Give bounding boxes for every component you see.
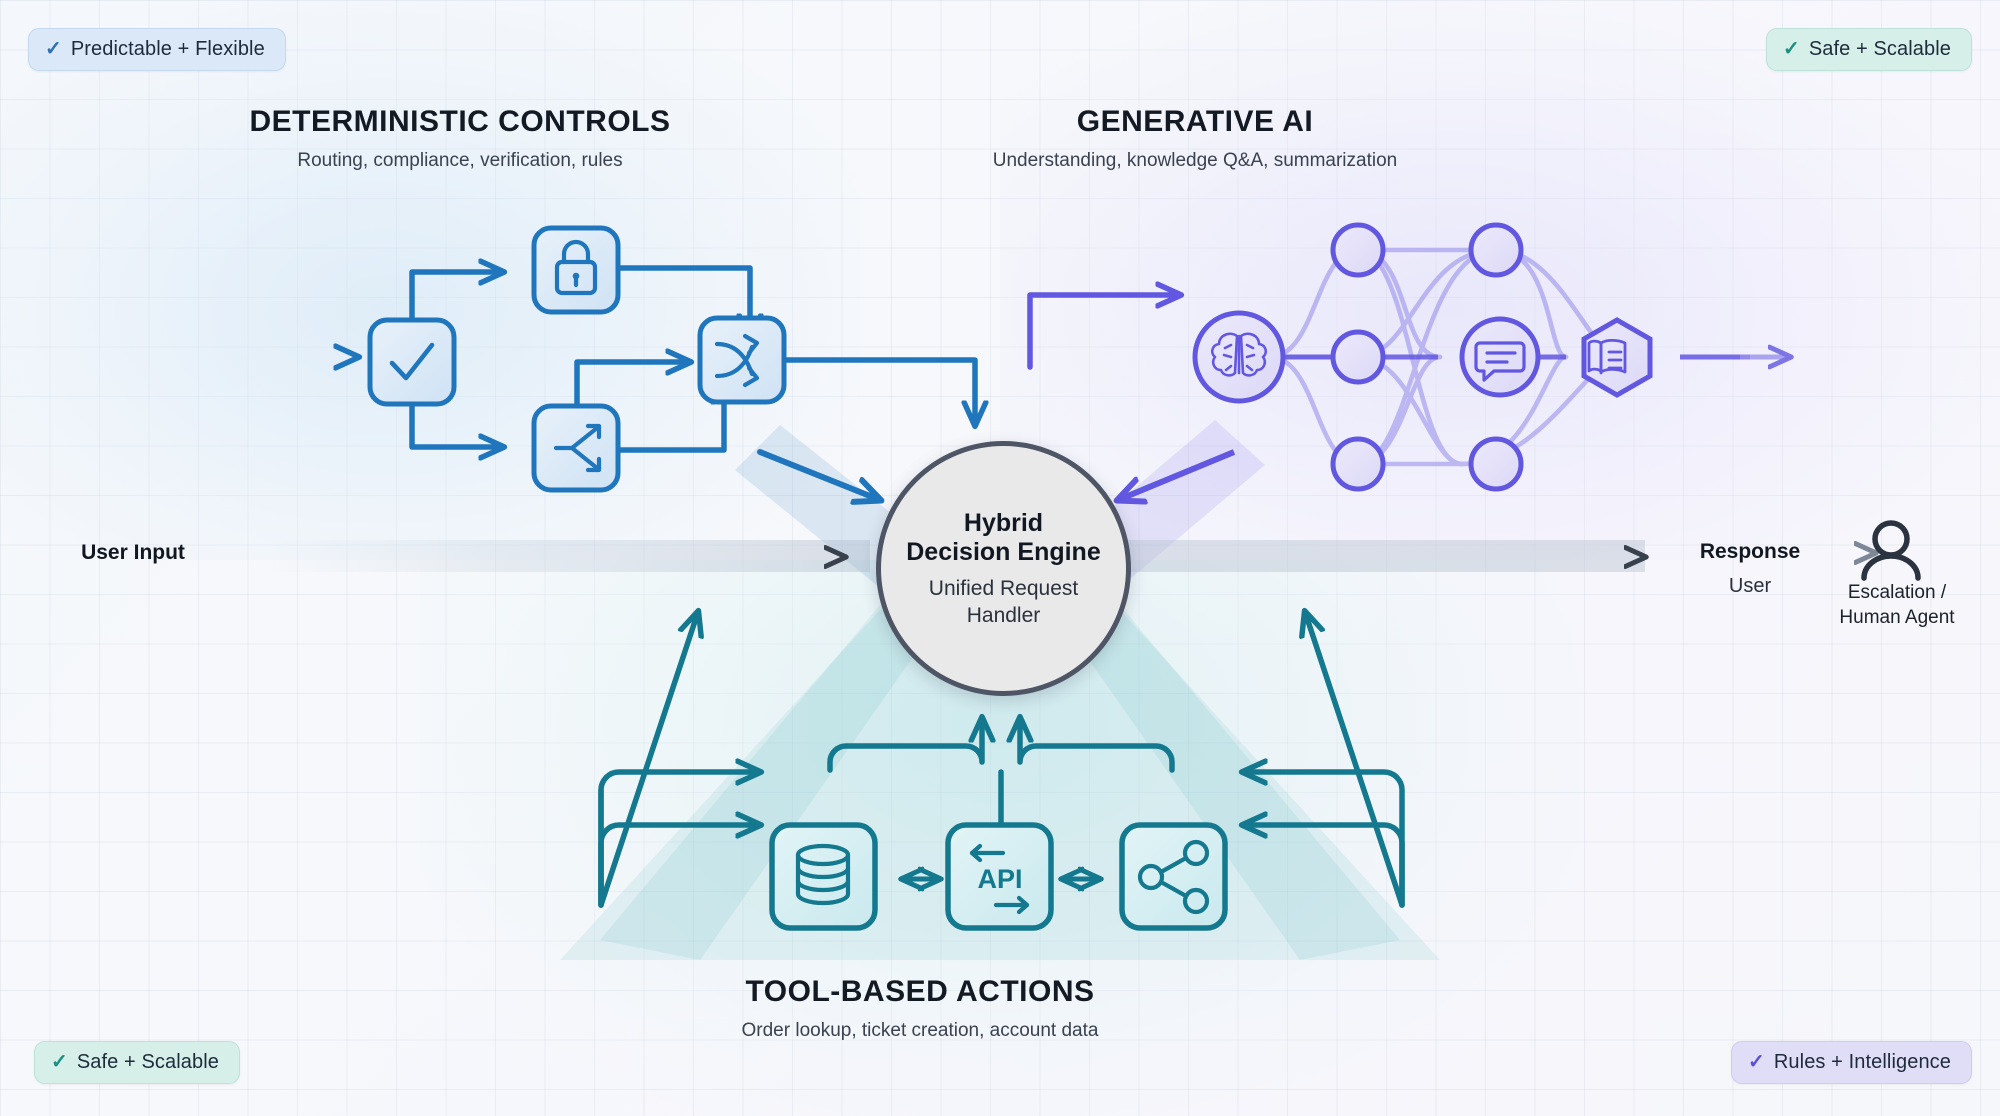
section-heading-deterministic: DETERMINISTIC CONTROLS Routing, complian…: [180, 105, 740, 173]
circle-node-icon: [1468, 222, 1524, 278]
badge-safe-scalable-bottom[interactable]: ✓ Safe + Scalable: [34, 1041, 241, 1084]
circle-node-icon: [1468, 436, 1524, 492]
neural-node-1[interactable]: [1330, 222, 1386, 278]
database-tool-node[interactable]: [769, 822, 878, 931]
check-icon: ✓: [45, 38, 62, 60]
user-input-flow: [270, 540, 870, 572]
badge-label: Safe + Scalable: [76, 1051, 220, 1073]
hybrid-decision-engine-hub[interactable]: Hybrid Decision Engine Unified Request H…: [876, 441, 1131, 696]
open-book-icon: [1587, 338, 1627, 375]
response-label: Response: [1699, 540, 1801, 563]
check-icon: ✓: [1748, 1051, 1765, 1073]
neural-node-3[interactable]: [1330, 436, 1386, 492]
user-input-label: User Input: [81, 541, 185, 564]
tools-wiring: [598, 612, 1405, 908]
share-nodes-icon: [1137, 839, 1210, 915]
section-heading-tools: TOOL-BASED ACTIONS Order lookup, ticket …: [540, 975, 1300, 1043]
tool-nodes: API: [769, 822, 1228, 931]
generative-wiring: [1027, 247, 1790, 500]
database-icon: [795, 843, 851, 906]
response-label-group: Response User: [1660, 540, 1840, 598]
circle-node-icon: [1330, 222, 1386, 278]
check-icon: ✓: [1782, 38, 1800, 60]
rules-shuffle-node[interactable]: [697, 315, 787, 405]
escalation-label-line2: Human Agent: [1839, 607, 1955, 629]
compliance-lock-node[interactable]: [531, 225, 621, 315]
circle-node-icon: [1330, 436, 1386, 492]
escalation-label-line1: Escalation /: [1847, 582, 1947, 603]
branch-icon: [553, 423, 602, 473]
check-icon: [389, 342, 435, 381]
generative-nodes: [1192, 222, 1653, 492]
response-user-label: User: [1728, 575, 1772, 598]
routing-branch-node[interactable]: [531, 403, 621, 493]
section-title: GENERATIVE AI: [1076, 105, 1314, 138]
lock-icon: [554, 239, 598, 296]
integration-tool-node[interactable]: [1119, 822, 1228, 931]
api-tool-node[interactable]: API: [945, 822, 1054, 931]
section-title: DETERMINISTIC CONTROLS: [249, 105, 671, 138]
escalation-label-group: Escalation / Human Agent: [1792, 580, 2000, 630]
badge-safe-scalable-top[interactable]: ✓ Safe + Scalable: [1765, 28, 1972, 71]
chat-bubble-icon: [1474, 341, 1526, 382]
hub-title-line2: Decision Engine: [906, 537, 1101, 566]
circle-node-icon: [1330, 329, 1386, 385]
section-subtitle: Order lookup, ticket creation, account d…: [741, 1020, 1099, 1041]
check-icon: ✓: [51, 1051, 68, 1073]
section-heading-generative: GENERATIVE AI Understanding, knowledge Q…: [855, 105, 1535, 173]
knowledge-node[interactable]: [1581, 317, 1653, 398]
section-subtitle: Understanding, knowledge Q&A, summarizat…: [992, 150, 1398, 171]
user-person-icon: [1861, 520, 1921, 581]
brain-icon: [1210, 332, 1268, 377]
brain-node[interactable]: [1192, 310, 1286, 404]
badge-label: Rules + Intelligence: [1773, 1051, 1951, 1073]
neural-node-2[interactable]: [1330, 329, 1386, 385]
hub-subtitle-line1: Unified Request: [928, 576, 1079, 600]
deterministic-nodes: [367, 225, 787, 493]
response-flow: [1125, 540, 1645, 572]
hub-subtitle-line2: Handler: [966, 604, 1041, 627]
hub-title-line1: Hybrid: [963, 508, 1044, 537]
escalation-person[interactable]: [1861, 520, 1921, 581]
verify-check-node[interactable]: [367, 317, 457, 407]
section-title: TOOL-BASED ACTIONS: [745, 975, 1095, 1008]
badge-predictable-flexible[interactable]: ✓ Predictable + Flexible: [28, 28, 286, 71]
badge-label: Safe + Scalable: [1808, 38, 1951, 60]
api-label: API: [977, 864, 1022, 894]
shuffle-icon: [714, 333, 760, 388]
section-subtitle: Routing, compliance, verification, rules: [297, 150, 623, 171]
neural-node-4[interactable]: [1468, 222, 1524, 278]
neural-node-5[interactable]: [1468, 436, 1524, 492]
chat-node[interactable]: [1459, 316, 1541, 398]
api-icon: API: [969, 843, 1030, 915]
badge-rules-intelligence[interactable]: ✓ Rules + Intelligence: [1731, 1041, 1972, 1084]
badge-label: Predictable + Flexible: [70, 38, 265, 60]
